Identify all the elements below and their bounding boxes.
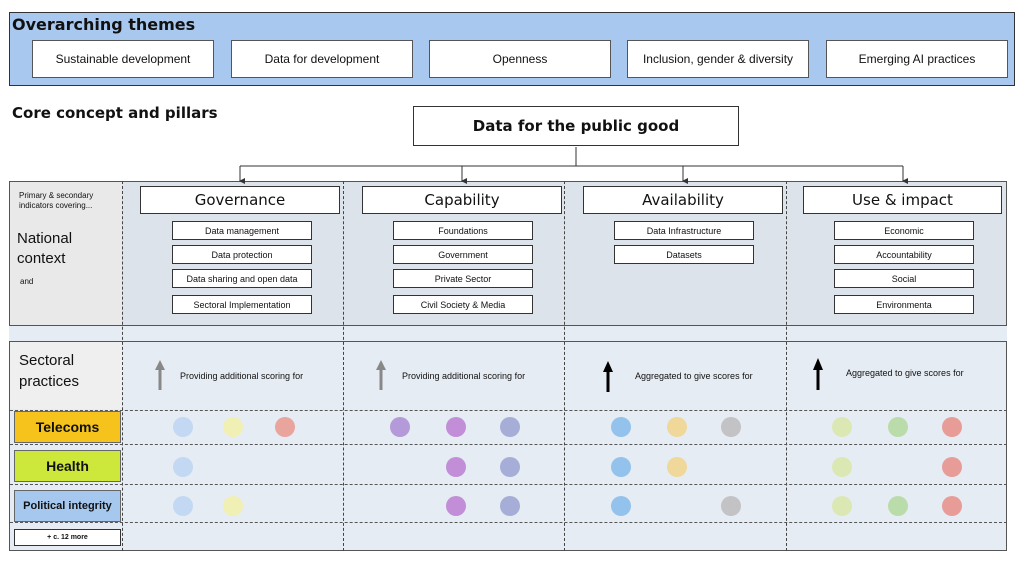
row-divider <box>10 444 1007 445</box>
indicator-dot <box>942 496 962 516</box>
more-sectors-button[interactable]: + c. 12 more <box>14 529 121 546</box>
indicator-box: Civil Society & Media <box>393 295 533 314</box>
indicator-dot <box>721 496 741 516</box>
overarching-themes-title: Overarching themes <box>12 15 196 34</box>
indicator-box: Environmenta <box>834 295 974 314</box>
indicator-dot <box>173 496 193 516</box>
pillar-use-impact: Use & impact <box>803 186 1002 214</box>
indicator-dot <box>667 417 687 437</box>
indicator-dot <box>942 457 962 477</box>
indicator-dot <box>223 496 243 516</box>
indicator-dot <box>888 496 908 516</box>
indicator-box: Data sharing and open data <box>172 269 312 288</box>
indicator-dot <box>832 417 852 437</box>
root-concept-box: Data for the public good <box>413 106 739 146</box>
indicator-dot <box>832 496 852 516</box>
theme-box: Sustainable development <box>32 40 214 78</box>
indicator-box: Economic <box>834 221 974 240</box>
arrow-up-icon <box>155 360 165 390</box>
indicator-dot <box>888 417 908 437</box>
gap-band <box>9 326 1007 341</box>
sectoral-practices-label-area <box>10 342 122 409</box>
arrow-up-icon <box>603 361 613 392</box>
arrow-up-icon <box>813 358 823 390</box>
indicator-dot <box>500 496 520 516</box>
column-divider <box>122 181 123 551</box>
national-label-line1: National <box>17 230 73 247</box>
column-divider <box>343 181 344 551</box>
indicator-dot <box>942 417 962 437</box>
indicator-box: Sectoral Implementation <box>172 295 312 314</box>
row-divider <box>10 484 1007 485</box>
indicator-box: Data management <box>172 221 312 240</box>
indicator-dot <box>446 496 466 516</box>
indicator-dot <box>275 417 295 437</box>
indicator-box: Accountability <box>834 245 974 264</box>
scoring-caption: Providing additional scoring for <box>402 371 526 381</box>
sector-telecoms: Telecoms <box>14 411 121 443</box>
indicator-box: Datasets <box>614 245 754 264</box>
core-concept-title: Core concept and pillars <box>12 104 218 122</box>
pillar-capability: Capability <box>362 186 562 214</box>
indicator-dot <box>611 457 631 477</box>
scoring-caption: Providing additional scoring for <box>180 371 304 381</box>
theme-box: Openness <box>429 40 611 78</box>
column-divider <box>564 181 565 551</box>
indicator-dot <box>446 417 466 437</box>
pillar-availability: Availability <box>583 186 783 214</box>
national-label-line2: context <box>17 250 66 267</box>
scoring-caption: Aggregated to give scores for <box>635 371 753 381</box>
and-note: and <box>20 277 34 286</box>
indicator-box: Private Sector <box>393 269 533 288</box>
sectoral-label-line2: practices <box>19 373 80 390</box>
sector-health: Health <box>14 450 121 482</box>
indicator-dot <box>500 457 520 477</box>
column-divider <box>786 181 787 551</box>
indicator-box: Foundations <box>393 221 533 240</box>
sector-political-integrity: Political integrity <box>14 490 121 522</box>
indicator-dot <box>446 457 466 477</box>
theme-box: Inclusion, gender & diversity <box>627 40 809 78</box>
row-divider <box>10 410 1007 411</box>
indicator-dot <box>173 457 193 477</box>
indicator-box: Social <box>834 269 974 288</box>
row-divider <box>10 522 1007 523</box>
indicators-note: Primary & secondary indicators covering.… <box>19 191 94 210</box>
indicator-box: Data protection <box>172 245 312 264</box>
indicator-dot <box>721 417 741 437</box>
indicator-dot <box>611 496 631 516</box>
indicator-dot <box>667 457 687 477</box>
theme-box: Data for development <box>231 40 413 78</box>
indicator-dot <box>500 417 520 437</box>
indicator-dot <box>832 457 852 477</box>
indicator-dot <box>173 417 193 437</box>
indicator-dot <box>611 417 631 437</box>
theme-box: Emerging AI practices <box>826 40 1008 78</box>
indicator-box: Data Infrastructure <box>614 221 754 240</box>
indicator-dot <box>390 417 410 437</box>
arrow-up-icon <box>376 360 386 390</box>
scoring-caption: Aggregated to give scores for <box>846 368 964 378</box>
indicator-box: Government <box>393 245 533 264</box>
pillar-governance: Governance <box>140 186 340 214</box>
indicator-dot <box>223 417 243 437</box>
national-context-label-area <box>10 182 122 325</box>
sectoral-label-line1: Sectoral <box>19 352 75 369</box>
sectoral-practices-region <box>9 341 1007 551</box>
